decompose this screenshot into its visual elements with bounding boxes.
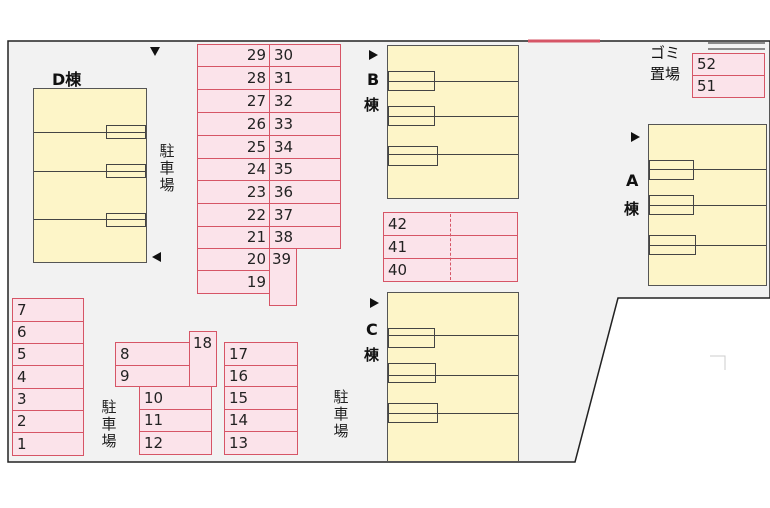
parking-lot[interactable]: 9 (115, 365, 190, 387)
building-d-label: D棟 (52, 70, 82, 89)
entrance-arrow-icon (150, 47, 160, 56)
parking-label-southwest: 駐 車 場 (101, 398, 117, 450)
building-c-label-2: 棟 (364, 346, 380, 364)
parking-lot[interactable]: 19 (197, 270, 270, 294)
parking-lot[interactable]: 6 (12, 321, 84, 344)
parking-lot[interactable]: 31 (269, 66, 341, 90)
parking-lot[interactable]: 10 (139, 386, 212, 410)
parking-lot[interactable]: 51 (692, 75, 765, 98)
parking-lot[interactable]: 14 (224, 409, 298, 432)
parking-lot[interactable]: 22 (197, 203, 270, 227)
parking-lot[interactable]: 36 (269, 180, 341, 204)
parking-lot[interactable]: 52 (692, 53, 765, 76)
parking-lot[interactable]: 16 (224, 365, 298, 387)
parking-lot[interactable]: 35 (269, 158, 341, 181)
building-a-label: A (626, 171, 639, 190)
parking-lot[interactable]: 1 (12, 432, 84, 456)
building-d (33, 88, 147, 263)
parking-lot[interactable]: 17 (224, 342, 298, 366)
parking-lot[interactable]: 13 (224, 431, 298, 455)
parking-lot[interactable]: 26 (197, 112, 270, 136)
parking-lot[interactable]: 28 (197, 66, 270, 90)
parking-lot[interactable]: 4 (12, 365, 84, 389)
parking-lot[interactable]: 39 (269, 248, 297, 306)
parking-lot[interactable]: 12 (139, 431, 212, 455)
building-a-label-2: 棟 (624, 200, 640, 218)
entrance-arrow-icon (152, 252, 161, 262)
building-b (387, 45, 519, 199)
parking-lot[interactable]: 29 (197, 44, 270, 67)
parking-lot[interactable]: 25 (197, 135, 270, 159)
parking-lot[interactable]: 37 (269, 203, 341, 227)
parking-lot[interactable]: 7 (12, 298, 84, 322)
lot-divider (450, 214, 451, 280)
garbage-label-2: 置場 (650, 65, 681, 83)
building-a (648, 124, 767, 286)
entrance-arrow-icon (631, 132, 640, 142)
parking-lot[interactable]: 23 (197, 180, 270, 204)
parking-label-north: 駐 車 場 (159, 142, 175, 194)
building-b-label-2: 棟 (364, 96, 380, 114)
parking-lot[interactable]: 20 (197, 248, 270, 271)
parking-lot[interactable]: 11 (139, 409, 212, 432)
parking-lot[interactable]: 18 (189, 331, 217, 387)
entrance-arrow-icon (369, 50, 378, 60)
entrance-arrow-icon (370, 298, 379, 308)
parking-lot[interactable]: 27 (197, 89, 270, 113)
building-c-label: C (366, 320, 378, 339)
parking-lot[interactable]: 5 (12, 343, 84, 366)
building-c (387, 292, 519, 462)
garbage-label-1: ゴミ (650, 44, 681, 62)
parking-lot[interactable]: 34 (269, 135, 341, 159)
parking-lot[interactable]: 24 (197, 158, 270, 181)
parking-lot[interactable]: 3 (12, 388, 84, 411)
parking-lot[interactable]: 2 (12, 410, 84, 433)
parking-lot[interactable]: 15 (224, 386, 298, 410)
building-b-label: B (367, 70, 380, 89)
parking-lot[interactable]: 33 (269, 112, 341, 136)
parking-lot[interactable]: 38 (269, 226, 341, 249)
parking-label-south: 駐 車 場 (333, 388, 349, 440)
parking-lot[interactable]: 30 (269, 44, 341, 67)
parking-lot[interactable]: 21 (197, 226, 270, 249)
parking-lot[interactable]: 32 (269, 89, 341, 113)
parking-lot[interactable]: 8 (115, 342, 190, 366)
